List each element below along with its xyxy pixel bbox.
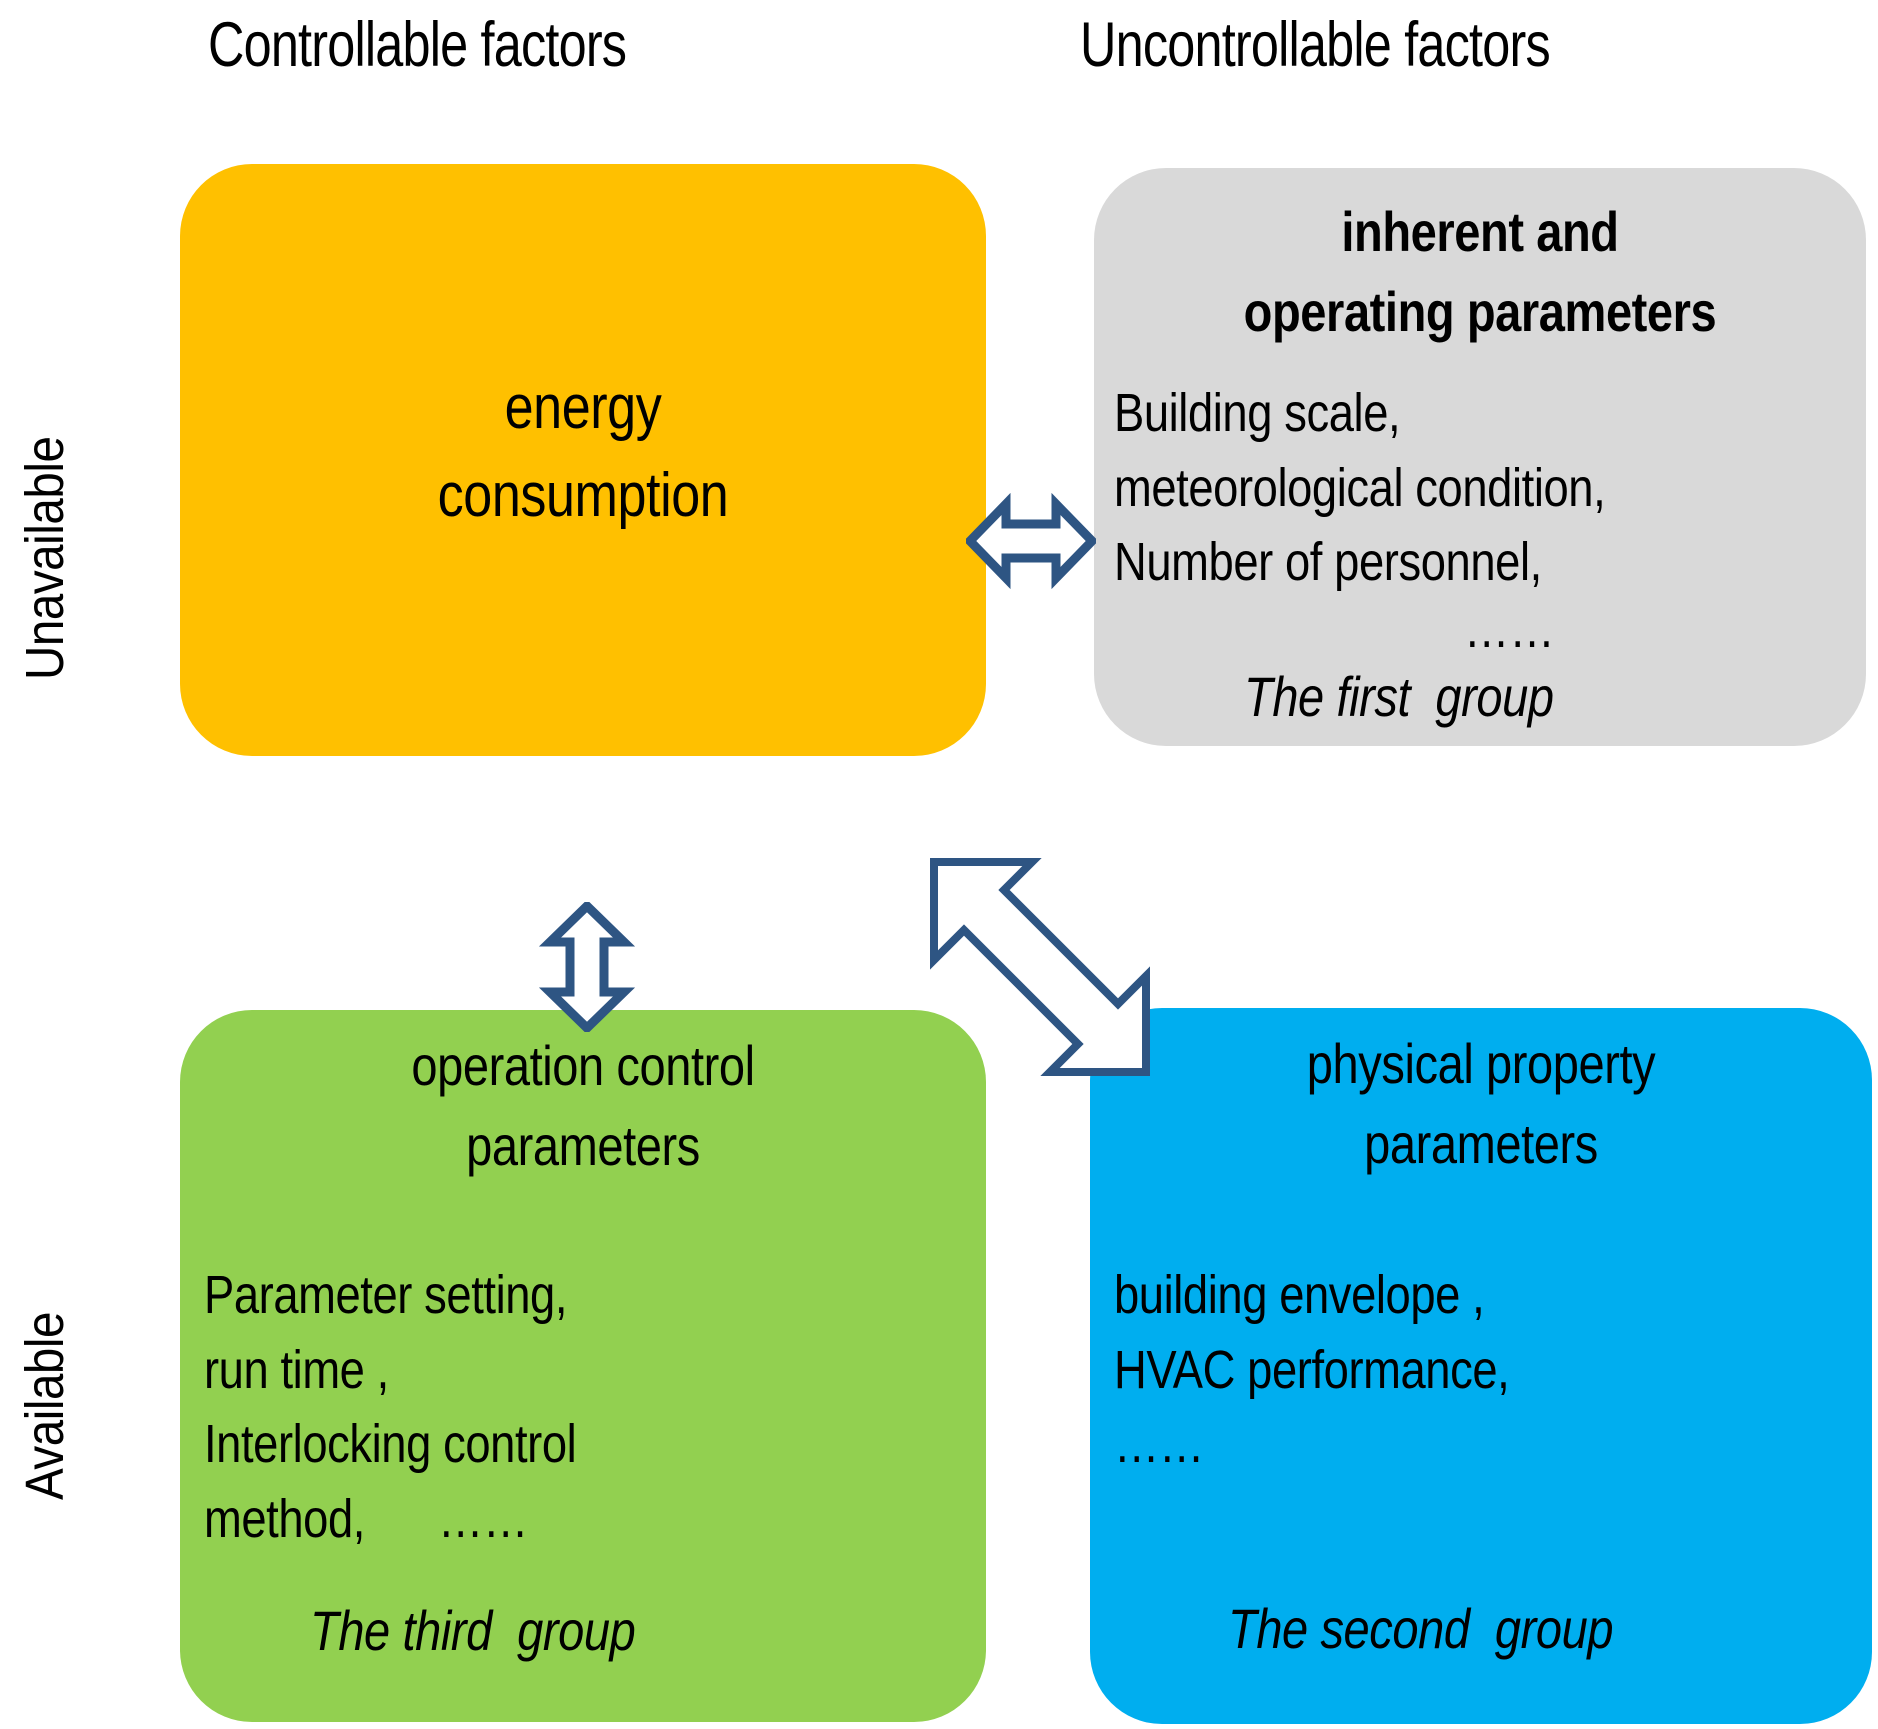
box-energy-title: energy consumption (437, 373, 729, 531)
double-arrow-diagonal-icon (928, 856, 1166, 1078)
box-inherent-group-label: The first group (1244, 665, 1554, 728)
row-label-available: Available (15, 1311, 75, 1500)
box-operation-body: Parameter setting, run time , Interlocki… (204, 1265, 577, 1549)
box-inherent-operating-parameters[interactable]: inherent and operating parameters Buildi… (1094, 168, 1866, 746)
box-physical-group-label: The second group (1228, 1597, 1614, 1660)
row-label-unavailable: Unavailable (15, 436, 75, 680)
box-operation-group-label: The third group (310, 1599, 636, 1662)
double-arrow-vertical-icon (532, 899, 642, 1035)
box-operation-control-parameters[interactable]: operation control parameters Parameter s… (180, 1010, 986, 1722)
column-header-controllable: Controllable factors (208, 10, 627, 80)
column-header-uncontrollable: Uncontrollable factors (1080, 10, 1551, 80)
box-operation-title: operation control parameters (411, 1034, 755, 1177)
box-inherent-ellipsis: …… (1464, 599, 1555, 659)
box-energy-consumption[interactable]: energy consumption (180, 164, 986, 756)
box-inherent-title: inherent and operating parameters (1243, 200, 1717, 343)
box-physical-title: physical property parameters (1306, 1032, 1656, 1175)
double-arrow-horizontal-icon (963, 486, 1099, 596)
box-physical-property-parameters[interactable]: physical property parameters building en… (1090, 1008, 1872, 1724)
box-inherent-body: Building scale, meteorological condition… (1114, 383, 1606, 593)
box-physical-body: building envelope , HVAC performance, …… (1114, 1265, 1510, 1475)
